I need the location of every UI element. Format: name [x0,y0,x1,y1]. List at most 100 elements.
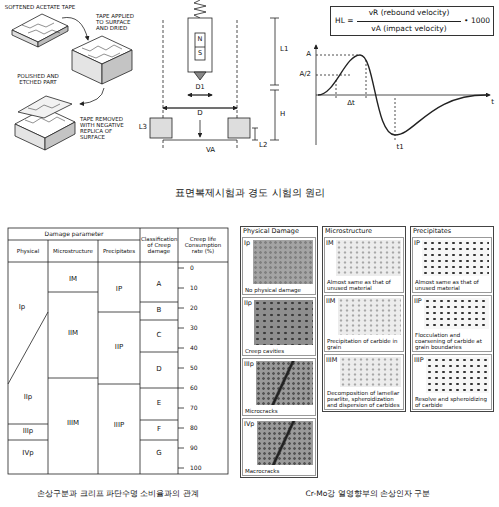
text-label: IIIM [67,420,79,428]
micrograph [253,240,313,284]
damage-class: IIP [414,298,422,305]
damage-description: No physical damage [245,287,313,293]
text-label: t [491,99,494,107]
text-label: TAPE REMOVED WITH NEGATIVE REPLICA OF SU… [80,116,136,140]
formula-text: vR (rebound velocity) [357,9,461,17]
text-label: D [156,366,161,374]
micrograph [424,298,489,328]
text-label: N [198,36,203,43]
text-label: 20 [190,305,198,312]
micrograph [254,300,313,344]
text-label: Physical [17,248,39,254]
text-label: 90 [190,445,198,452]
text-label: D1 [195,84,204,91]
formula-box: HL =vR (rebound velocity)vA (impact velo… [330,6,494,36]
column-header: Physical Damage [241,227,317,236]
text-label: Damage parameter [45,231,104,238]
damage-description: Almost same as that of unused material [415,279,489,291]
micrograph-panel: IIIP Resolve and spheroidizing of carbide [412,354,492,410]
text-label: Creep life Consumption rate (%) [180,236,226,254]
text-label: 0 [190,265,194,272]
micrograph [422,240,489,276]
column-header: Precipitates [411,227,493,236]
text-label: POLISHED AND ETCHED PART [7,73,69,85]
text-label: 30 [190,325,198,332]
text-label: 100 [190,465,201,472]
text-label: Precipitates [103,248,135,254]
signal-graph [316,45,490,145]
damage-description: Microcracks [245,408,313,414]
text-label: IIIp [23,428,34,436]
hardness-tester [150,0,279,150]
text-label: 70 [190,405,198,412]
text-label: IIIP [114,422,124,430]
micrograph [256,361,313,405]
text-label: t1 [396,144,403,152]
micrograph [336,240,401,276]
text-label: 10 [190,285,198,292]
damage-class: IIp [244,300,252,307]
text-label: B [157,307,162,315]
text-label: Ip [19,304,26,312]
text-label: 40 [190,345,198,352]
text-label: IIM [68,330,78,338]
micrograph-panel: IIpCreep cavities [242,297,316,355]
damage-column: PrecipitatesIP Almost same as that of unu… [410,226,494,412]
text-label: L2 [259,142,267,150]
damage-class: IIIp [244,361,254,368]
micrograph [426,357,489,393]
formula-text: HL = [335,17,354,25]
micrograph-panel: IMAlmost same as that of unused material [324,237,404,293]
damage-description: Creep cavities [245,348,313,354]
micrograph-panel: IIIM Decomposition of lamellar pearlite, … [324,354,404,410]
damage-class: IM [326,240,334,247]
damage-class: IP [414,240,420,247]
text-label: IVp [22,450,33,458]
damage-description: Precipitation of carbide in grain [327,338,401,350]
text-label: A/2 [299,71,311,79]
text-label: Microstructure [53,248,93,254]
micrograph-panel: IVpMacrocracks [242,418,316,476]
damage-description: Resolve and spheroidizing of carbide [415,396,489,408]
text-label: Classification of Creep damage [141,236,177,254]
damage-class: IIM [326,298,335,305]
text-label: IM [69,276,77,284]
text-label: H [280,111,285,119]
text-label: S [198,50,202,57]
text-label: 80 [190,425,198,432]
text-label: Δt [347,100,355,108]
micrograph-panel: IIM Precipitation of carbide in grain [324,295,404,351]
text-label: Cr-Mo강 열영향부의 손상인자 구분 [306,490,431,498]
text-label: G [156,450,161,458]
damage-column: Physical DamageIpNo physical damageIIpCr… [240,226,318,478]
text-label: IP [116,286,122,294]
text-label: IIP [115,344,123,352]
micrograph [340,357,401,387]
damage-table [8,228,228,474]
text-label: F [157,426,161,434]
damage-description: Macrocracks [245,468,313,474]
text-label: IIp [24,394,33,402]
text-label: 50 [190,365,198,372]
column-header: Microstructure [323,227,405,236]
damage-column: MicrostructureIMAlmost same as that of u… [322,226,406,412]
damage-class: IIIP [414,357,424,364]
text-label: A [157,281,162,289]
micrograph-panel: IpNo physical damage [242,237,316,295]
text-label: TAPE APPLIED TO SURFACE AND DRIED [96,13,140,31]
micrograph [338,298,401,334]
damage-class: IIIM [326,357,337,364]
text-label: L1 [280,46,288,54]
damage-description: Flocculation and coarsening of carbide a… [415,332,489,350]
text-label: VA [206,147,215,155]
text-label: D [197,110,202,118]
damage-class: IVp [244,421,255,428]
text-label: SOFTENED ACETATE TAPE [5,4,76,10]
text-label: 손상구분과 크리프 파단수명 소비율과의 관계 [37,490,199,498]
damage-description: Decomposition of lamellar pearlite, sphe… [327,390,401,408]
text-label: 60 [190,385,198,392]
text-label: L3 [139,124,147,132]
text-label: A [306,51,311,59]
text-label: 표면복제시험과 경도 시험의 원리 [175,187,325,198]
